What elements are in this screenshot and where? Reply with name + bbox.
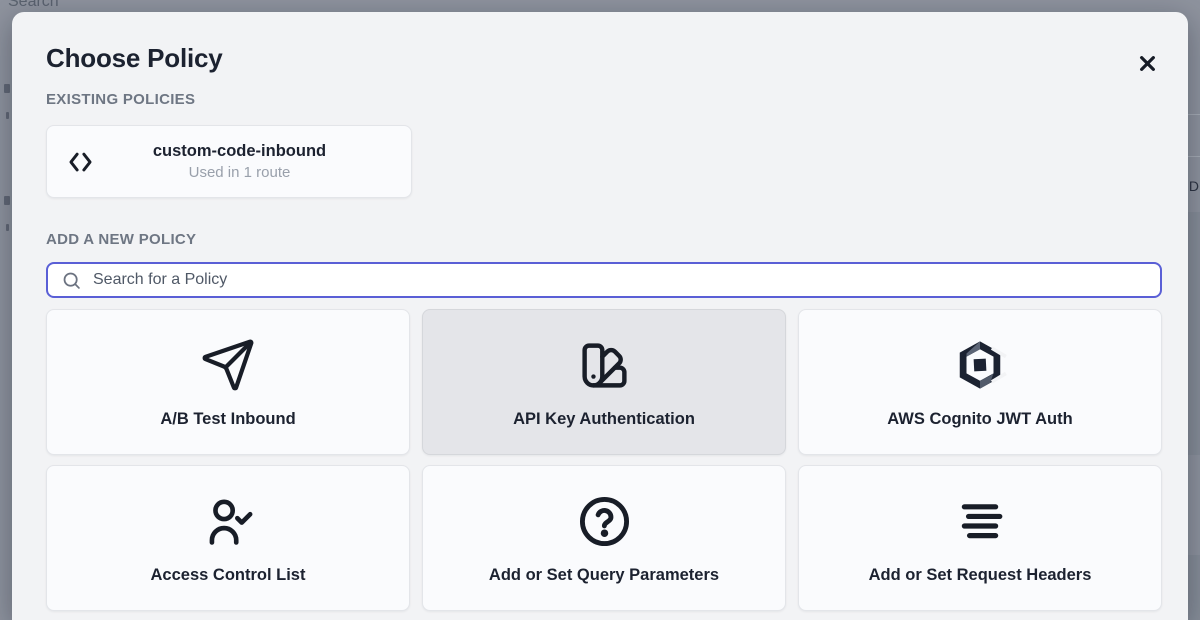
backdrop-fragment	[6, 224, 9, 231]
swatch-book-icon	[576, 337, 632, 393]
request-headers-icon	[952, 493, 1008, 549]
user-check-icon	[200, 493, 256, 549]
search-icon	[61, 270, 82, 291]
policy-card-label: Access Control List	[150, 566, 306, 584]
policy-card-add-set-query-parameters[interactable]: Add or Set Query Parameters	[422, 465, 786, 611]
choose-policy-modal: Choose Policy EXISTING POLICIES custom-c…	[12, 12, 1188, 620]
policy-card-label: AWS Cognito JWT Auth	[887, 410, 1073, 428]
policy-card-label: Add or Set Query Parameters	[488, 566, 720, 584]
aws-cognito-icon	[952, 337, 1008, 393]
modal-title: Choose Policy	[46, 43, 223, 73]
background-search-label: Search	[8, 0, 59, 10]
policy-card-aws-cognito-jwt-auth[interactable]: AWS Cognito JWT Auth	[798, 309, 1162, 455]
backdrop-panel	[1188, 555, 1200, 620]
code-icon	[67, 148, 94, 175]
backdrop-panel	[1188, 212, 1200, 455]
policy-card-add-set-request-headers[interactable]: Add or Set Request Headers	[798, 465, 1162, 611]
background-text-fragment: D	[1188, 178, 1199, 194]
policy-card-label: A/B Test Inbound	[160, 410, 296, 428]
policy-search-box	[46, 262, 1162, 298]
policy-grid: A/B Test Inbound API Key Authentication	[46, 309, 1162, 620]
existing-policy-custom-code-inbound[interactable]: custom-code-inbound Used in 1 route	[46, 125, 412, 198]
policy-card-access-control-list[interactable]: Access Control List	[46, 465, 410, 611]
help-circle-icon	[576, 493, 632, 549]
policy-card-label: API Key Authentication	[513, 410, 695, 428]
backdrop-divider	[1188, 114, 1200, 115]
backdrop-fragment	[4, 196, 10, 205]
close-icon[interactable]	[1136, 52, 1158, 74]
send-icon	[200, 337, 256, 393]
policy-card-label: Add or Set Request Headers	[868, 566, 1092, 584]
backdrop-fragment	[6, 112, 9, 119]
policy-card-ab-test-inbound[interactable]: A/B Test Inbound	[46, 309, 410, 455]
policy-card-api-key-authentication[interactable]: API Key Authentication	[422, 309, 786, 455]
backdrop-divider	[1188, 156, 1200, 157]
existing-policy-usage: Used in 1 route	[188, 164, 291, 181]
existing-policies-heading: EXISTING POLICIES	[46, 91, 196, 108]
existing-policy-name: custom-code-inbound	[152, 142, 327, 160]
add-new-policy-heading: ADD A NEW POLICY	[46, 231, 197, 248]
backdrop-fragment	[4, 84, 10, 93]
search-input[interactable]	[93, 266, 1093, 294]
